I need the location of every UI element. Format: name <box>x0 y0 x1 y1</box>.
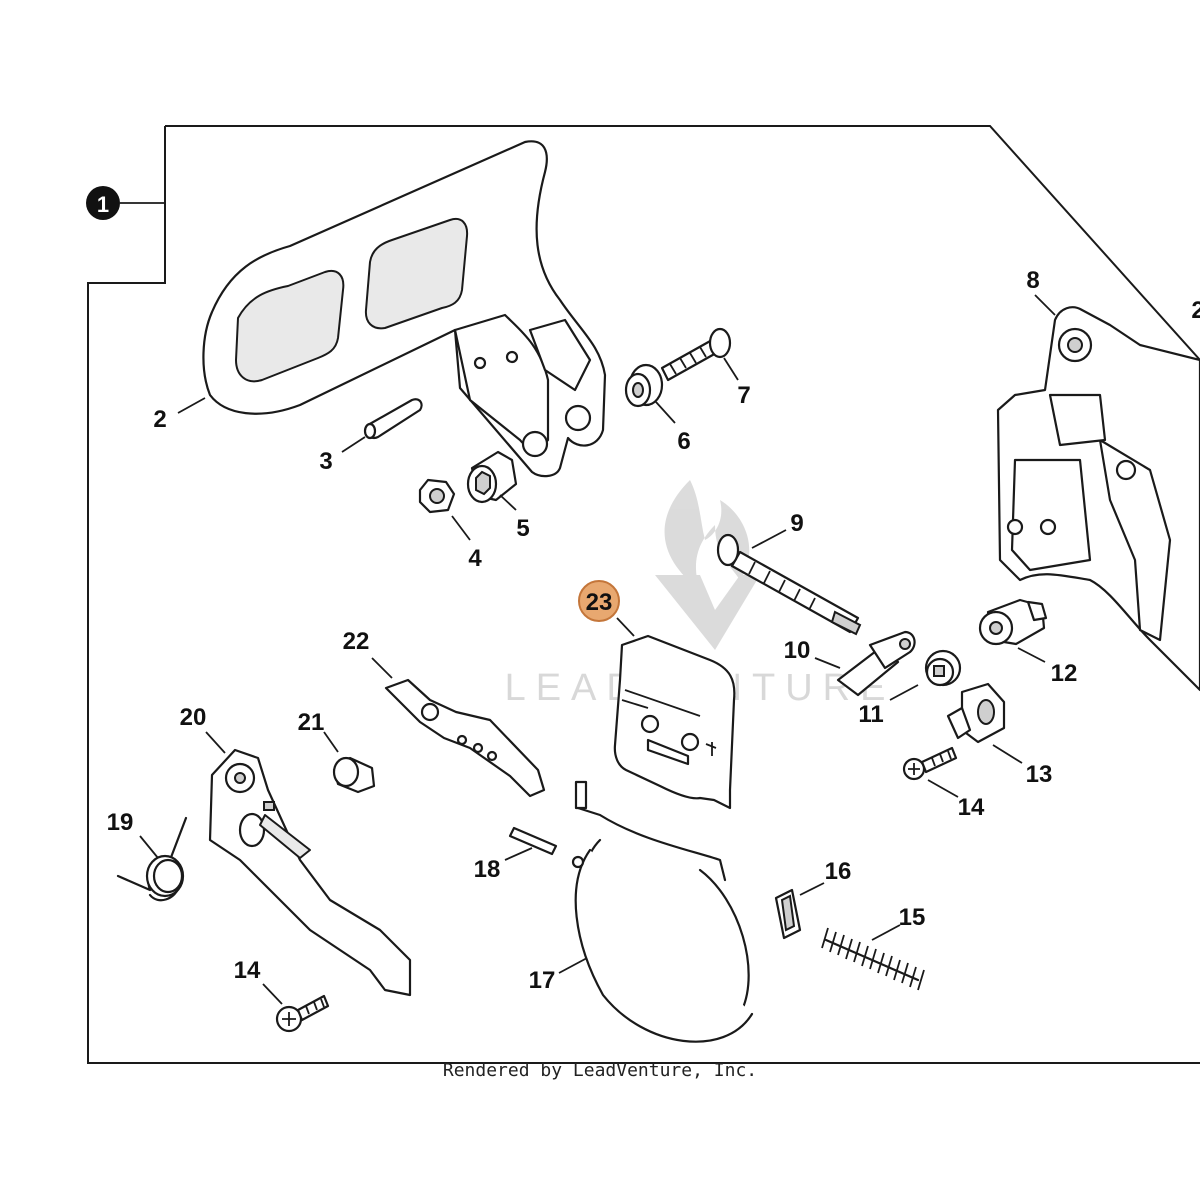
callout-21[interactable]: 21 <box>298 709 325 736</box>
callout-6[interactable]: 6 <box>677 428 690 455</box>
part-9-tension-bolt[interactable] <box>716 533 862 636</box>
callout-14-right[interactable]: 14 <box>958 794 985 821</box>
part-11-gear[interactable] <box>924 649 962 687</box>
part-12-adjuster[interactable] <box>978 598 1048 646</box>
callout-20[interactable]: 20 <box>180 704 207 731</box>
assembly-frame <box>87 125 1200 1064</box>
callout-13[interactable]: 13 <box>1026 761 1053 788</box>
callout-23-highlighted[interactable]: 23 <box>578 580 620 622</box>
part-14-screw-left[interactable] <box>275 994 330 1033</box>
callout-2[interactable]: 2 <box>153 406 166 433</box>
part-4-nut[interactable] <box>418 478 456 514</box>
callout-19[interactable]: 19 <box>107 809 134 836</box>
part-19-torsion-spring[interactable] <box>116 816 188 902</box>
part-20-brake-lever[interactable] <box>208 748 412 997</box>
callout-3[interactable]: 3 <box>319 448 332 475</box>
part-17-brake-band[interactable] <box>571 780 754 1043</box>
callout-15[interactable]: 15 <box>899 904 926 931</box>
callout-1[interactable]: 1 <box>86 186 165 220</box>
part-18-pin[interactable] <box>508 826 558 856</box>
part-15-spring[interactable] <box>821 927 925 991</box>
part-8-housing[interactable] <box>996 306 1200 692</box>
footer-credit: Rendered by LeadVenture, Inc. <box>442 1060 758 1081</box>
callout-9[interactable]: 9 <box>790 510 803 537</box>
callout-7[interactable]: 7 <box>737 382 750 409</box>
callout-4[interactable]: 4 <box>468 545 482 572</box>
callout-8[interactable]: 8 <box>1026 267 1039 294</box>
part-2-chain-guard[interactable] <box>202 140 607 478</box>
part-3-pin[interactable] <box>363 398 423 440</box>
callout-22[interactable]: 22 <box>343 628 370 655</box>
callout-11[interactable]: 11 <box>858 701 883 728</box>
part-6-grommet[interactable] <box>624 363 664 408</box>
part-21-bushing[interactable] <box>332 756 376 794</box>
callout-10[interactable]: 10 <box>784 637 811 664</box>
callout-labels: 2 3 4 5 6 7 8 9 10 11 12 13 14 15 16 17 … <box>107 267 1200 994</box>
callout-partial: 2 <box>1191 297 1200 324</box>
callout-5[interactable]: 5 <box>516 515 529 542</box>
part-14-screw-right[interactable] <box>902 746 958 781</box>
callout-16[interactable]: 16 <box>825 858 852 885</box>
part-16-block[interactable] <box>774 888 802 940</box>
callout-1-label: 1 <box>97 192 109 217</box>
part-5-sleeve[interactable] <box>466 450 518 504</box>
callout-18[interactable]: 18 <box>474 856 501 883</box>
part-22-link[interactable] <box>384 678 546 798</box>
callout-14-left[interactable]: 14 <box>234 957 261 984</box>
part-7-screw[interactable] <box>660 327 732 382</box>
callout-23-label: 23 <box>586 589 613 616</box>
callout-12[interactable]: 12 <box>1051 660 1078 687</box>
callout-17[interactable]: 17 <box>529 967 556 994</box>
part-13-cover[interactable] <box>946 682 1006 744</box>
callout-leaders <box>139 294 1056 1005</box>
part-23-plate[interactable] <box>613 634 736 810</box>
part-10-tension-nut[interactable] <box>836 630 916 697</box>
